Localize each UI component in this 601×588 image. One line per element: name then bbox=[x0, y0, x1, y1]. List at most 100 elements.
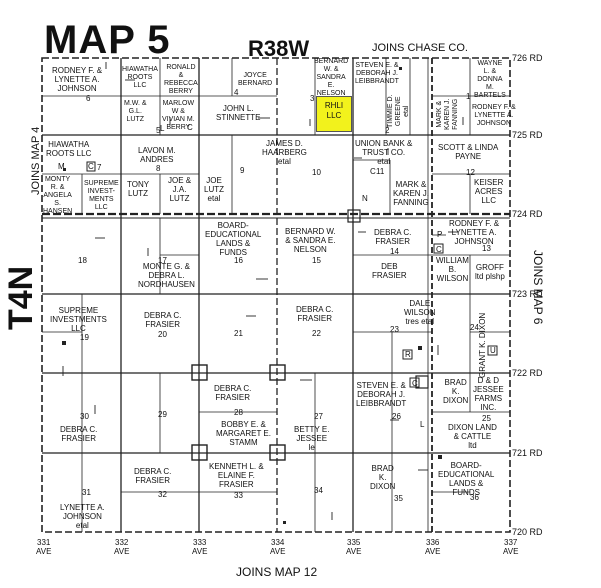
joins-bottom-label: JOINS MAP 12 bbox=[236, 565, 318, 579]
owner-label: GROFF ltd plshp bbox=[475, 263, 505, 281]
marker-label: U bbox=[490, 346, 496, 355]
owner-label: HIAWATHA ROOTS LLC bbox=[122, 66, 158, 89]
owner-label: STEVEN E. & DEBORAH J. LEIBBRANDT bbox=[355, 62, 399, 85]
owner-label: BOARD- EDUCATIONAL LANDS & FUNDS bbox=[205, 221, 262, 257]
owner-label: DEBRA C. FRASIER bbox=[144, 311, 182, 329]
section-number: 3 bbox=[310, 94, 315, 103]
marker-label: C bbox=[187, 123, 193, 132]
owner-label: GRANT K. DIXON bbox=[478, 312, 487, 378]
owner-label: LYNETTE A. JOHNSON etal bbox=[60, 503, 105, 530]
owner-label: DEB FRASIER bbox=[372, 262, 407, 280]
owner-label: DEBRA C. FRASIER bbox=[374, 228, 412, 246]
section-number: 14 bbox=[390, 247, 399, 256]
owner-label: KEISER ACRES LLC bbox=[474, 178, 504, 205]
section-number: 7 bbox=[97, 163, 102, 172]
owner-label: D & D JESSEE FARMS INC. bbox=[473, 376, 504, 412]
owner-label: RODNEY F. & LYNETTE A. JOHNSON bbox=[449, 219, 500, 246]
marker-label: M bbox=[58, 162, 65, 171]
section-number: 19 bbox=[80, 333, 89, 342]
section-number: 6 bbox=[86, 94, 91, 103]
owner-label: MARK & KAREN J. FANNING bbox=[436, 98, 459, 130]
owner-label: DIXON LAND & CATTLE ltd bbox=[448, 423, 497, 450]
section-number: 23 bbox=[390, 325, 399, 334]
marker-label: C bbox=[370, 167, 376, 176]
joins-top-label: JOINS CHASE CO. bbox=[372, 42, 468, 54]
road-label: 726 RD bbox=[512, 53, 543, 63]
owner-label: BRAD K. DIXON bbox=[443, 378, 469, 405]
section-number: 9 bbox=[240, 166, 245, 175]
owner-label: BOBBY E. & MARGARET E. STAMM bbox=[216, 420, 271, 447]
owner-label: RONALD & REBECCA BERRY bbox=[164, 64, 198, 95]
owner-label: RODNEY F. & LYNETTE A. JOHNSON bbox=[52, 66, 103, 93]
section-number: 28 bbox=[234, 408, 243, 417]
owner-label: LAVON M. ANDRES bbox=[138, 146, 176, 164]
highlighted-parcel: RHLI LLC bbox=[316, 96, 352, 132]
section-number: 21 bbox=[234, 329, 243, 338]
section-number: 24 bbox=[470, 323, 479, 332]
owner-label: DEBRA C. FRASIER bbox=[296, 305, 334, 323]
section-number: 36 bbox=[470, 493, 479, 502]
section-number: 1 bbox=[466, 92, 471, 101]
section-number: 30 bbox=[80, 412, 89, 421]
marker-label: L bbox=[420, 420, 425, 429]
marker-label: C bbox=[412, 379, 418, 388]
section-number: 11 bbox=[376, 167, 385, 176]
owner-label: TIMMIE D. GREENE etal bbox=[387, 94, 410, 128]
owner-label: DEBRA C. FRASIER bbox=[214, 384, 252, 402]
section-number: 17 bbox=[158, 256, 167, 265]
owner-label: DEBRA C. FRASIER bbox=[60, 425, 98, 443]
owner-label: UNION BANK & TRUST CO. etal bbox=[355, 139, 413, 166]
road-label: 722 RD bbox=[512, 368, 543, 378]
section-number: 35 bbox=[394, 494, 403, 503]
marker-label: R bbox=[405, 350, 411, 359]
owner-label: STEVEN E. & DEBORAH J. LEIBBRANDT bbox=[356, 381, 407, 408]
owner-label: RODNEY F. & LYNETTE A. JOHNSON bbox=[472, 104, 516, 127]
owner-label: MARLOW W & VIVIAN M. BERRY bbox=[162, 100, 195, 131]
marker-label: L bbox=[160, 124, 165, 133]
owner-label: TONY LUTZ bbox=[127, 180, 150, 198]
owner-label: JOE LUTZ etal bbox=[204, 176, 224, 203]
section-number: 10 bbox=[312, 168, 321, 177]
owner-label: MARK & KAREN J. FANNING bbox=[393, 180, 430, 207]
owner-label: HIAWATHA ROOTS LLC bbox=[46, 140, 92, 158]
owner-label: SUPREME INVESTMENTS LLC bbox=[50, 306, 107, 333]
section-number: 33 bbox=[234, 491, 243, 500]
marker-label: C bbox=[88, 162, 94, 171]
owner-label: JOE & J.A. LUTZ bbox=[168, 176, 192, 203]
section-number: 34 bbox=[314, 486, 323, 495]
owner-label: BOARD- EDUCATIONAL LANDS & FUNDS bbox=[438, 461, 495, 497]
marker-label: C bbox=[436, 245, 442, 254]
owner-label: M.W. & G.L. LUTZ bbox=[124, 100, 147, 123]
owner-label: MONTY R. & ANGELA S. HANSEN bbox=[43, 176, 73, 215]
road-label: 724 RD bbox=[512, 209, 543, 219]
section-number: 12 bbox=[466, 168, 475, 177]
road-label: 725 RD bbox=[512, 130, 543, 140]
map-title: MAP 5 bbox=[44, 18, 171, 62]
section-number: 29 bbox=[158, 410, 167, 419]
owner-label: KENNETH L. & ELAINE F. FRASIER bbox=[209, 462, 264, 489]
owner-label: BRAD K. DIXON bbox=[370, 464, 396, 491]
owner-label: MONTE G. & DEBRA L. NORDHAUSEN bbox=[138, 262, 195, 289]
section-number: 27 bbox=[314, 412, 323, 421]
owner-label: BERNARD W. & SANDRA E. NELSON bbox=[285, 227, 336, 254]
section-number: 5 bbox=[156, 126, 161, 135]
owner-label: BETTY E. JESSEE le bbox=[294, 425, 330, 452]
owner-label: WAYNE L. & DONNA M. BARTELS bbox=[474, 60, 506, 99]
owner-label: JAMES D. HAARBERG etal bbox=[262, 139, 307, 166]
owner-label: DALE WILSON tres etal bbox=[404, 299, 436, 326]
section-number: 32 bbox=[158, 490, 167, 499]
section-number: 18 bbox=[78, 256, 87, 265]
owner-label: WILLIAM B. WILSON bbox=[436, 256, 469, 283]
section-number: 20 bbox=[158, 330, 167, 339]
section-number: 2 bbox=[385, 126, 390, 135]
road-label: 723 RD bbox=[512, 289, 543, 299]
section-number: 13 bbox=[482, 244, 491, 253]
marker-label: P bbox=[437, 230, 443, 239]
